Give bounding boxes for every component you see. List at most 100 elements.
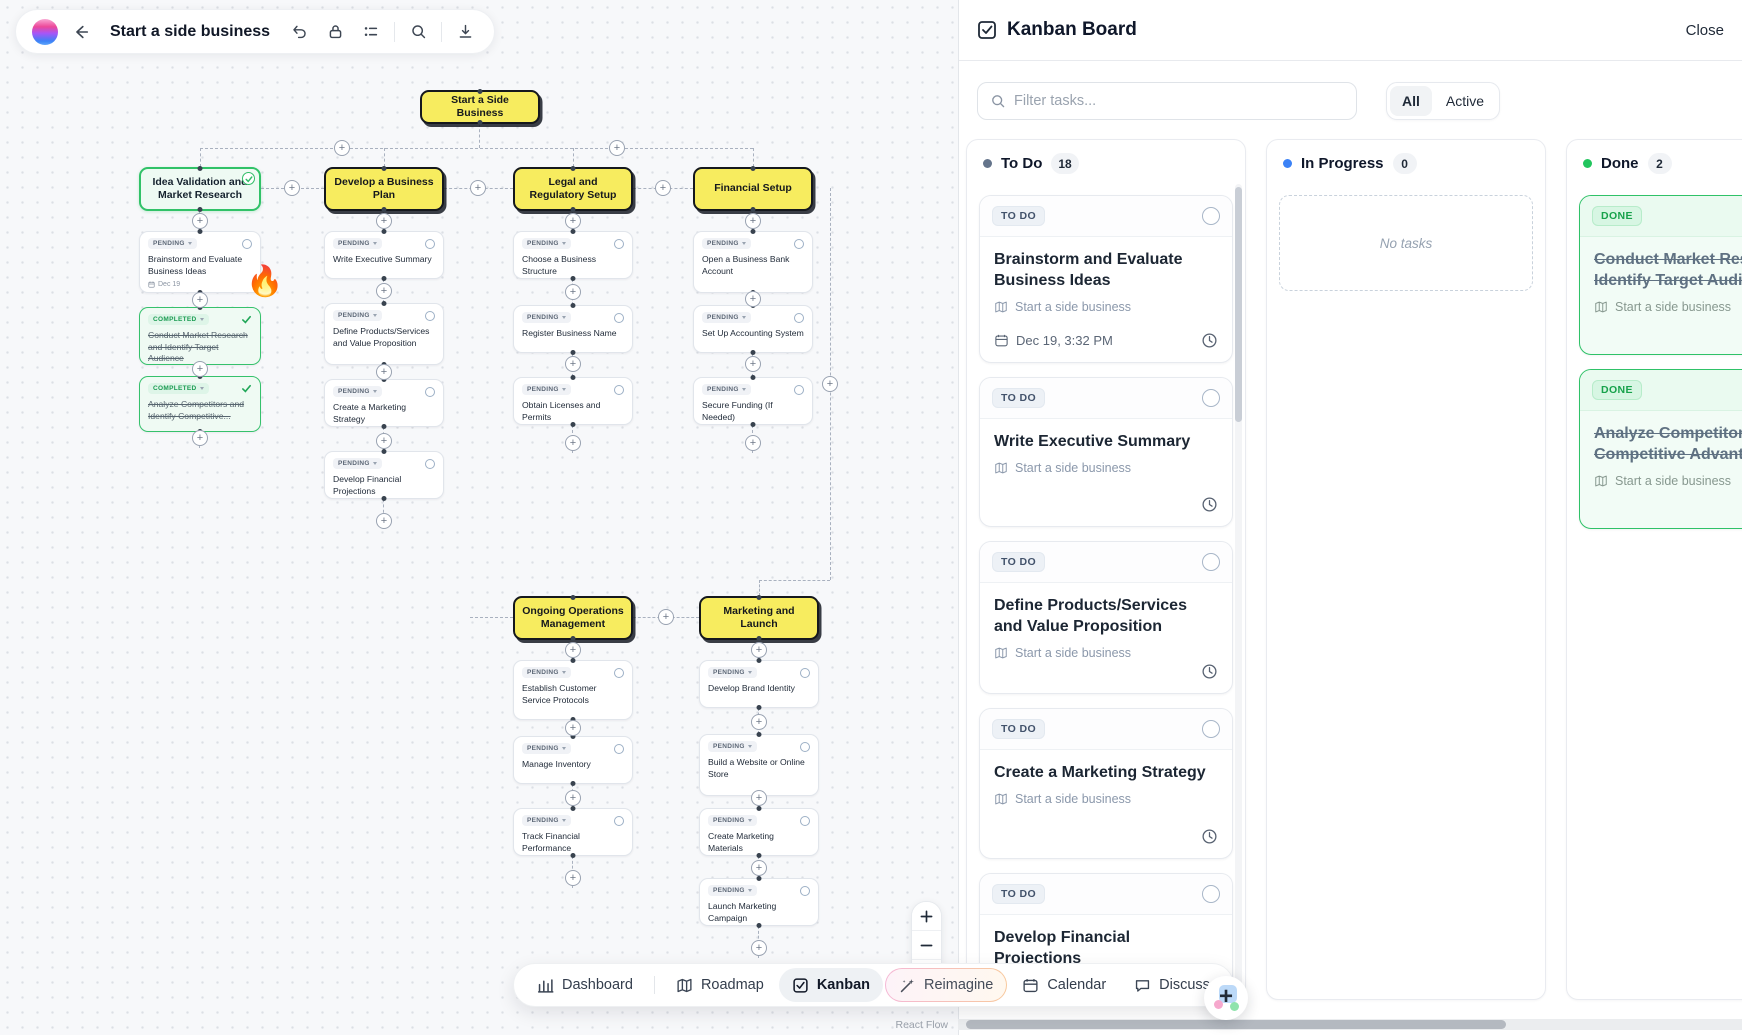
add-node-button[interactable]	[470, 180, 486, 196]
nav-reimagine[interactable]: Reimagine	[885, 968, 1007, 1002]
nav-kanban[interactable]: Kanban	[778, 968, 883, 1002]
status-dropdown[interactable]: PENDING	[702, 238, 751, 249]
project-link[interactable]: Start a side business	[1594, 474, 1742, 488]
schedule-button[interactable]	[1201, 332, 1218, 349]
flow-task-card[interactable]: PENDING Build a Website or Online Store	[699, 734, 819, 796]
add-node-button[interactable]	[565, 790, 581, 806]
task-list-button[interactable]	[358, 19, 384, 45]
complete-radio[interactable]	[1202, 553, 1220, 571]
project-link[interactable]: Start a side business	[994, 646, 1218, 660]
add-node-button[interactable]	[376, 213, 392, 229]
add-node-button[interactable]	[565, 284, 581, 300]
close-button[interactable]: Close	[1685, 21, 1724, 39]
status-dropdown[interactable]: PENDING	[702, 384, 751, 395]
add-node-button[interactable]	[334, 140, 350, 156]
kanban-card[interactable]: DONE Conduct Market Research and Identif…	[1579, 195, 1742, 355]
status-dropdown[interactable]: PENDING	[522, 312, 571, 323]
task-radio[interactable]	[794, 384, 804, 395]
task-radio[interactable]	[614, 815, 624, 826]
flow-node-header[interactable]: Develop a Business Plan	[324, 167, 444, 211]
flow-task-card[interactable]: PENDING Track Financial Performance	[513, 808, 633, 856]
status-dropdown[interactable]: PENDING	[148, 238, 197, 249]
schedule-button[interactable]	[1201, 828, 1218, 845]
status-dropdown[interactable]: COMPLETED	[148, 314, 209, 325]
status-dropdown[interactable]: COMPLETED	[148, 383, 209, 394]
flow-task-card[interactable]: PENDING Develop Brand Identity	[699, 660, 819, 708]
add-node-button[interactable]	[376, 364, 392, 380]
task-radio[interactable]	[794, 312, 804, 323]
task-radio[interactable]	[425, 458, 435, 469]
undo-button[interactable]	[286, 19, 312, 45]
project-link[interactable]: Start a side business	[994, 792, 1218, 806]
filter-all-button[interactable]: All	[1390, 86, 1432, 116]
add-node-button[interactable]	[751, 860, 767, 876]
task-radio[interactable]	[425, 386, 435, 397]
task-radio[interactable]	[425, 238, 435, 249]
flow-canvas[interactable]: Start a Side Business Idea Validation an…	[0, 0, 958, 1035]
status-dropdown[interactable]: PENDING	[333, 238, 382, 249]
status-dropdown[interactable]: PENDING	[708, 667, 757, 678]
flow-task-card[interactable]: COMPLETED Analyze Competitors and Identi…	[139, 376, 261, 432]
zoom-in-button[interactable]	[912, 902, 941, 931]
add-node-button[interactable]	[745, 435, 761, 451]
zoom-out-button[interactable]	[912, 931, 941, 960]
app-logo[interactable]	[32, 18, 58, 45]
flow-task-card[interactable]: PENDING Manage Inventory	[513, 736, 633, 784]
status-dropdown[interactable]: PENDING	[522, 238, 571, 249]
filter-input[interactable]	[1014, 93, 1344, 109]
task-radio[interactable]	[800, 667, 810, 678]
flow-task-card[interactable]: PENDING Set Up Accounting System	[693, 305, 813, 353]
nav-dashboard[interactable]: Dashboard	[524, 968, 646, 1002]
kanban-card[interactable]: TO DO Write Executive Summary Start a si…	[979, 377, 1233, 527]
add-node-button[interactable]	[751, 642, 767, 658]
add-node-button[interactable]	[822, 376, 838, 392]
flow-task-card[interactable]: PENDING Establish Customer Service Proto…	[513, 660, 633, 720]
status-dropdown[interactable]: PENDING	[522, 667, 571, 678]
flow-node-header[interactable]: Financial Setup	[693, 167, 813, 211]
nav-roadmap[interactable]: Roadmap	[663, 968, 777, 1002]
flow-task-card[interactable]: PENDING Create a Marketing Strategy	[324, 379, 444, 427]
status-dropdown[interactable]: PENDING	[333, 458, 382, 469]
status-dropdown[interactable]: PENDING	[333, 386, 382, 397]
add-node-button[interactable]	[609, 140, 625, 156]
flow-task-card[interactable]: PENDING Launch Marketing Campaign	[699, 878, 819, 926]
add-node-button[interactable]	[751, 790, 767, 806]
add-node-button[interactable]	[565, 435, 581, 451]
export-button[interactable]	[452, 19, 478, 45]
schedule-button[interactable]	[1201, 663, 1218, 680]
add-node-button[interactable]	[376, 513, 392, 529]
add-node-button[interactable]	[745, 291, 761, 307]
add-node-button[interactable]	[751, 940, 767, 956]
flow-task-card[interactable]: PENDING Write Executive Summary	[324, 231, 444, 279]
add-node-button[interactable]	[192, 430, 208, 446]
kanban-card[interactable]: TO DO Create a Marketing Strategy Start …	[979, 708, 1233, 859]
add-node-button[interactable]	[376, 283, 392, 299]
project-link[interactable]: Start a side business	[994, 300, 1218, 314]
flow-task-card[interactable]: PENDING Choose a Business Structure	[513, 231, 633, 279]
task-radio[interactable]	[242, 238, 252, 249]
flow-node-header[interactable]: Legal and Regulatory Setup	[513, 167, 633, 211]
status-dropdown[interactable]: PENDING	[522, 384, 571, 395]
add-node-button[interactable]	[658, 609, 674, 625]
flow-task-card[interactable]: PENDING Create Marketing Materials	[699, 808, 819, 856]
task-radio[interactable]	[614, 384, 624, 395]
add-node-button[interactable]	[192, 213, 208, 229]
add-node-button[interactable]	[565, 356, 581, 372]
panel-scrollbar[interactable]	[966, 1020, 1506, 1029]
task-radio[interactable]	[614, 743, 624, 754]
flow-task-card[interactable]: PENDING Secure Funding (If Needed)	[693, 377, 813, 425]
complete-radio[interactable]	[1202, 207, 1220, 225]
task-radio[interactable]	[800, 885, 810, 896]
add-node-button[interactable]	[565, 642, 581, 658]
task-radio[interactable]	[800, 815, 810, 826]
project-link[interactable]: Start a side business	[1594, 300, 1742, 314]
flow-node-root[interactable]: Start a Side Business	[420, 90, 540, 124]
add-node-button[interactable]	[565, 720, 581, 736]
add-task-fab[interactable]	[1204, 976, 1248, 1020]
nav-discuss[interactable]: Discuss	[1121, 968, 1223, 1002]
flow-node-header[interactable]: Idea Validation and Market Research	[139, 167, 261, 211]
task-radio[interactable]	[425, 310, 435, 321]
flow-task-card[interactable]: PENDING Register Business Name	[513, 305, 633, 353]
column-scrollbar[interactable]	[1235, 187, 1242, 422]
lock-button[interactable]	[322, 19, 348, 45]
